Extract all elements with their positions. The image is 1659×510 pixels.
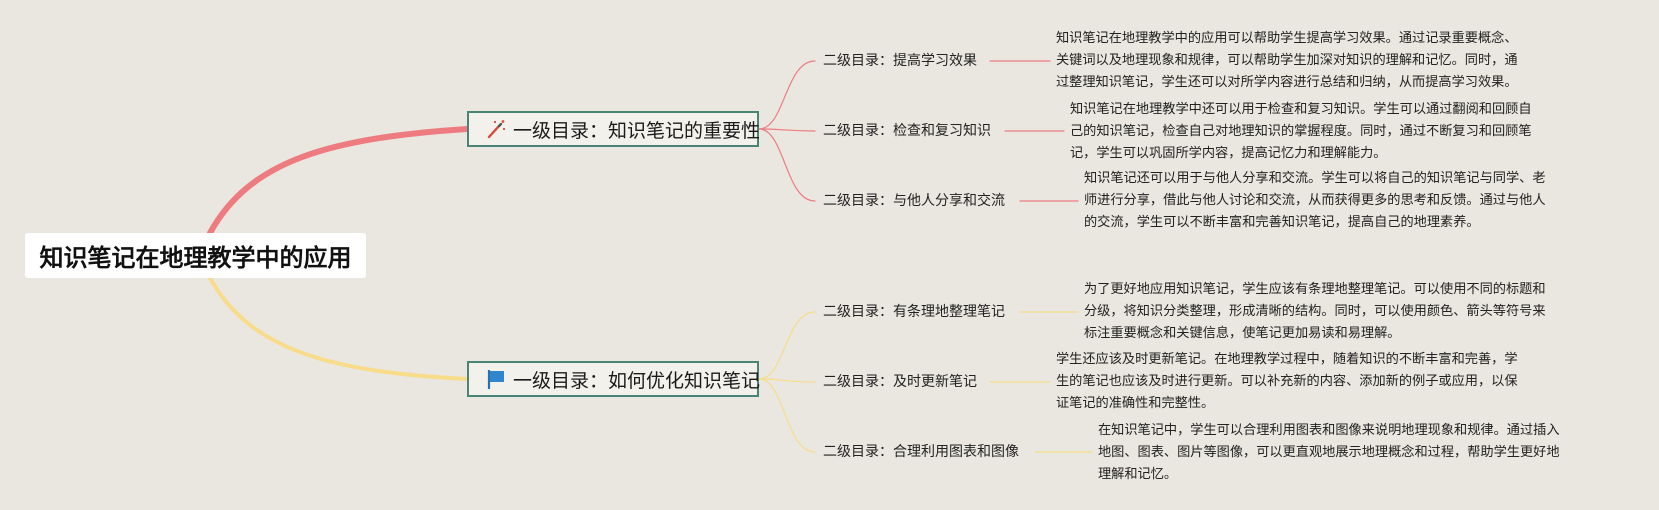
branch-topic-label: 一级目录：知识笔记的重要性 xyxy=(513,119,761,142)
subtopic-description: 知识笔记还可以用于与他人分享和交流。学生可以将自己的知识笔记与同学、老 师进行分… xyxy=(1084,171,1546,230)
subtopic-update-notes[interactable]: 二级目录：及时更新笔记 xyxy=(823,374,977,390)
subtopic-description: 知识笔记在地理教学中还可以用于检查和复习知识。学生可以通过翻阅和回顾自 己的知识… xyxy=(1070,102,1532,161)
subtopic-improve-learning[interactable]: 二级目录：提高学习效果 xyxy=(823,53,977,69)
branch-topic-importance[interactable]: 一级目录：知识笔记的重要性 xyxy=(467,111,761,147)
subtopic-description: 知识笔记在地理教学中的应用可以帮助学生提高学习效果。通过记录重要概念、 关键词以… xyxy=(1056,31,1518,90)
branch-topic-optimize[interactable]: 一级目录：如何优化知识笔记 xyxy=(467,361,761,397)
subtopic-share-exchange[interactable]: 二级目录：与他人分享和交流 xyxy=(823,193,1005,209)
root-topic[interactable]: 知识笔记在地理教学中的应用 xyxy=(25,233,366,278)
subtopic-organize-notes[interactable]: 二级目录：有条理地整理笔记 xyxy=(823,304,1005,320)
connector-root-branch xyxy=(207,126,470,236)
magic-wand-icon xyxy=(485,118,507,140)
connector-branch-subtopic xyxy=(758,311,816,380)
subtopic-description: 学生还应该及时更新笔记。在地理教学过程中，随着知识的不断丰富和完善，学 生的笔记… xyxy=(1056,352,1518,411)
subtopic-use-charts[interactable]: 二级目录：合理利用图表和图像 xyxy=(823,444,1019,460)
subtopic-description: 在知识笔记中，学生可以合理利用图表和图像来说明地理现象和规律。通过插入 地图、图… xyxy=(1098,423,1560,482)
root-topic-label: 知识笔记在地理教学中的应用 xyxy=(39,244,352,272)
connector-root-branch xyxy=(208,276,469,381)
branch-topic-label: 一级目录：如何优化知识笔记 xyxy=(513,369,761,392)
connector-branch-subtopic xyxy=(758,378,816,453)
connector-branch-subtopic xyxy=(758,60,816,130)
connector-branch-subtopic xyxy=(758,128,816,132)
connector-branch-subtopic xyxy=(758,378,816,383)
subtopic-description: 为了更好地应用知识笔记，学生应该有条理地整理笔记。可以使用不同的标题和 分级，将… xyxy=(1084,282,1546,341)
connector-branch-subtopic xyxy=(758,128,816,202)
subtopic-check-review[interactable]: 二级目录：检查和复习知识 xyxy=(823,123,991,139)
blue-flag-icon xyxy=(485,368,507,390)
